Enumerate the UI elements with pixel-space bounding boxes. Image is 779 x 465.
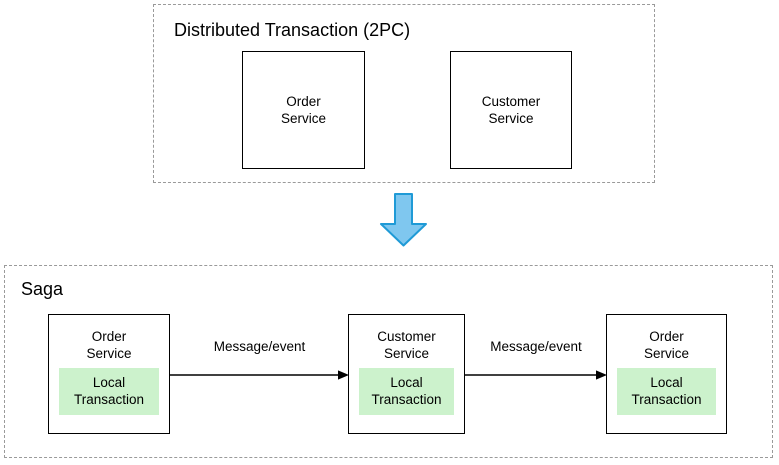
message-event-arrow-1 [170, 368, 349, 382]
service-box-customer-saga: Customer Service Local Transaction [348, 314, 465, 434]
service-box-order-saga-2: Order Service Local Transaction [606, 314, 727, 434]
distributed-transaction-title: Distributed Transaction (2PC) [174, 20, 411, 40]
distributed-transaction-group: Distributed Transaction (2PC) Order Serv… [153, 4, 655, 183]
service-box-order-2pc: Order Service [242, 51, 365, 169]
service-box-label: Order Service [280, 94, 326, 126]
message-event-arrow-2 [465, 368, 607, 382]
connector-label-2: Message/event [490, 339, 582, 354]
service-box-customer-2pc: Customer Service [450, 51, 572, 169]
service-box-label: Customer Service [377, 329, 436, 361]
service-box-order-saga-1: Order Service Local Transaction [48, 314, 170, 434]
local-transaction-badge: Local Transaction [359, 368, 454, 415]
saga-group: Saga [4, 265, 773, 458]
local-transaction-badge: Local Transaction [617, 368, 716, 415]
service-box-label: Order Service [643, 329, 689, 361]
down-block-arrow-icon [378, 193, 429, 247]
service-box-label: Customer Service [481, 94, 541, 126]
saga-title: Saga [21, 279, 64, 299]
connector-label-1: Message/event [213, 339, 306, 354]
service-box-label: Order Service [86, 329, 132, 361]
local-transaction-badge: Local Transaction [59, 368, 159, 415]
